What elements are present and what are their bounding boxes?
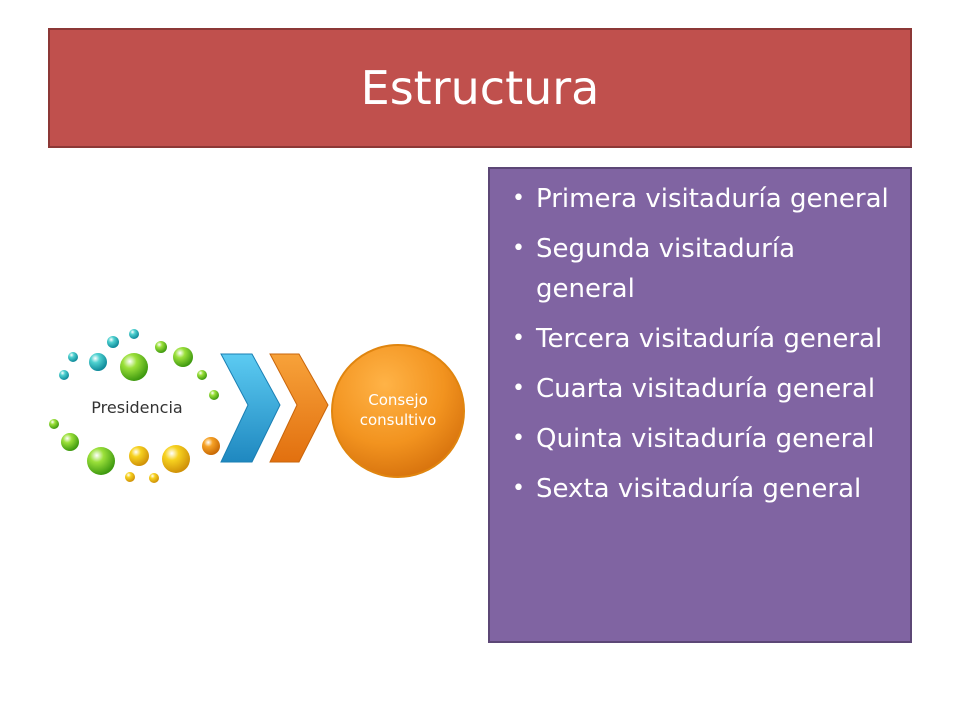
bubble-icon <box>129 446 149 466</box>
bubble-icon <box>89 353 107 371</box>
bubble-icon <box>162 445 190 473</box>
list-item: •Cuarta visitaduría general <box>504 369 900 409</box>
list-item: •Segunda visitaduría general <box>504 229 900 309</box>
bubble-icon <box>87 447 115 475</box>
presidencia-label: Presidencia <box>91 398 182 417</box>
title-banner: Estructura <box>48 28 912 148</box>
list-item: •Sexta visitaduría general <box>504 469 900 509</box>
consejo-label-line2: consultivo <box>360 411 437 429</box>
bubble-icon <box>120 353 148 381</box>
bullet-icon: • <box>512 326 525 351</box>
bubble-icon <box>129 329 139 339</box>
bubble-icon <box>173 347 193 367</box>
bullet-icon: • <box>512 426 525 451</box>
bubble-icon <box>59 370 69 380</box>
slide-title: Estructura <box>360 61 600 115</box>
consejo-circle <box>331 344 465 478</box>
process-diagram: Presidencia Consejo consultivo <box>49 329 465 483</box>
chevron-right-icon <box>220 353 281 463</box>
bullet-icon: • <box>512 236 525 261</box>
consejo-label-line1: Consejo <box>368 391 428 409</box>
list-item: •Primera visitaduría general <box>504 179 900 219</box>
list-item: •Tercera visitaduría general <box>504 319 900 359</box>
bullet-icon: • <box>512 376 525 401</box>
bubble-icon <box>202 437 220 455</box>
bubble-icon <box>49 419 59 429</box>
list-item: •Quinta visitaduría general <box>504 419 900 459</box>
bullet-icon: • <box>512 476 525 501</box>
bubble-icon <box>197 370 207 380</box>
bubble-ring <box>49 329 220 483</box>
bubble-icon <box>107 336 119 348</box>
chevron-right-icon <box>269 353 329 463</box>
bubble-icon <box>149 473 159 483</box>
bubble-icon <box>68 352 78 362</box>
visitadurias-list-box: •Primera visitaduría general •Segunda vi… <box>488 167 912 643</box>
bubble-icon <box>125 472 135 482</box>
visitadurias-list: •Primera visitaduría general •Segunda vi… <box>504 179 900 509</box>
bubble-icon <box>209 390 219 400</box>
bubble-icon <box>155 341 167 353</box>
bullet-icon: • <box>512 186 525 211</box>
bubble-icon <box>61 433 79 451</box>
